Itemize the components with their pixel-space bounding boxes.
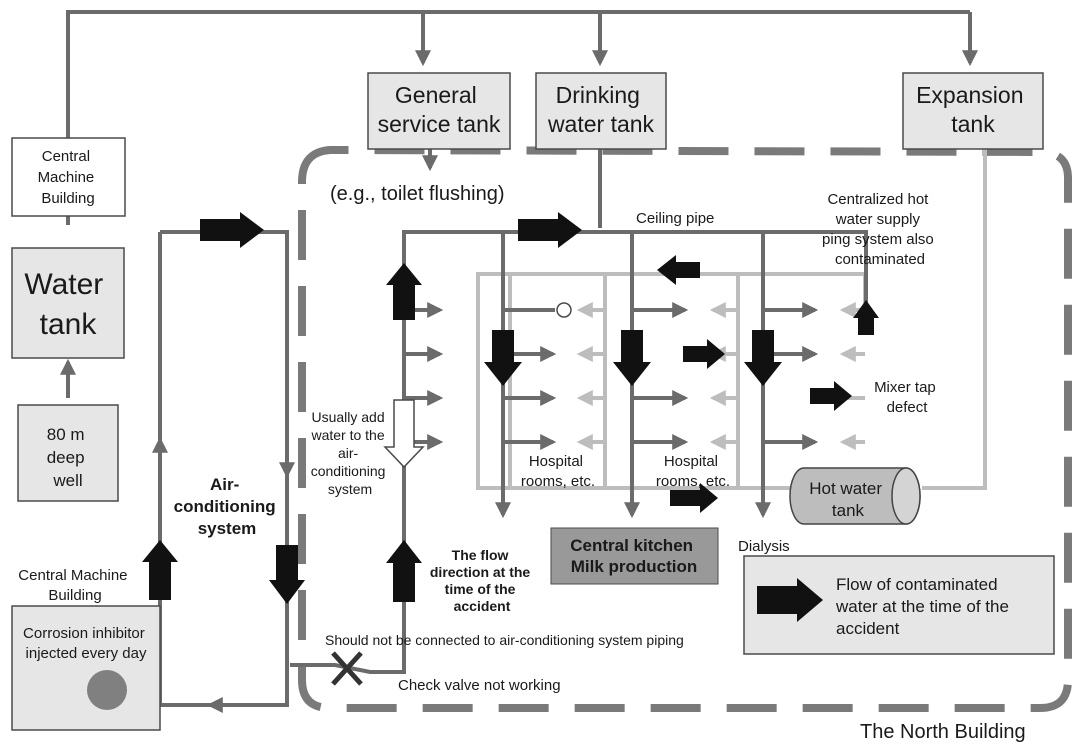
flow-arrow xyxy=(810,381,852,411)
hot-water-tank-label: Hot water tank xyxy=(809,479,886,520)
flow-arrow xyxy=(386,263,422,320)
hot-water-tank xyxy=(789,467,921,525)
check-valve-icon xyxy=(331,651,363,686)
north-building-boundary xyxy=(298,145,1072,712)
expansion-tank xyxy=(902,72,1044,150)
legend-label: Flow of contaminated water at the time o… xyxy=(835,575,1014,638)
flow-direction-label: The flow direction at the time of the ac… xyxy=(430,547,534,614)
flow-arrow xyxy=(613,330,651,386)
flow-arrow xyxy=(484,330,522,386)
drinking-water-tank xyxy=(535,72,667,150)
central-machine-building-bottom-label: Central Machine Building xyxy=(18,567,131,604)
general-service-tank-label: General service tank xyxy=(378,82,501,137)
expansion-tank-label: Expansion tank xyxy=(916,82,1030,137)
drinking-water-tank-label: Drinking water tank xyxy=(547,82,655,137)
toilet-flushing-label: (e.g., toilet flushing) xyxy=(330,183,505,205)
ceiling-pipe-label: Ceiling pipe xyxy=(636,210,714,227)
should-not-connect-label: Should not be connected to air-condition… xyxy=(325,632,684,648)
flow-arrow xyxy=(518,212,582,248)
pump-icon xyxy=(87,670,127,710)
flow-arrow xyxy=(744,330,782,386)
air-conditioning-system-label: Air- conditioning system xyxy=(174,475,281,538)
dialysis-label: Dialysis xyxy=(738,538,790,555)
central-kitchen-box xyxy=(550,527,719,585)
valve-icon xyxy=(556,302,572,318)
legend-flow-arrow xyxy=(757,578,823,622)
usual-flow-arrow xyxy=(383,399,425,469)
centralized-hot-water-label: Centralized hot water supply ping system… xyxy=(822,191,938,268)
flow-arrow xyxy=(670,483,718,513)
north-building-label: The North Building xyxy=(860,721,1026,743)
flow-arrows xyxy=(142,212,879,604)
flow-arrow xyxy=(853,300,879,335)
flow-arrow xyxy=(386,540,422,602)
central-machine-building-label: Central Machine Building xyxy=(38,148,99,207)
corrosion-inhibitor-label: Corrosion inhibitor injected every day xyxy=(23,625,149,662)
central-kitchen-label: Central kitchen Milk production xyxy=(570,536,698,576)
flow-arrow xyxy=(657,255,700,285)
check-valve-label: Check valve not working xyxy=(398,677,561,694)
central-machine-building-box xyxy=(11,137,126,217)
corrosion-inhibitor-box xyxy=(11,605,161,731)
flow-arrow xyxy=(269,545,305,604)
general-service-tank xyxy=(367,72,511,150)
water-tank-label: Water tank xyxy=(24,268,111,341)
deep-well xyxy=(17,404,119,502)
flow-arrow xyxy=(683,339,725,369)
usually-add-water-label: Usually add water to the air- conditioni… xyxy=(310,409,389,497)
mixer-tap-label: Mixer tap defect xyxy=(874,379,940,416)
water-tank xyxy=(11,247,125,359)
flow-arrow xyxy=(200,212,264,248)
hospital-rooms-label-2: Hospital rooms, etc. xyxy=(656,453,730,490)
flow-arrow xyxy=(142,540,178,600)
deep-well-label: 80 m deep well xyxy=(47,425,90,490)
hospital-rooms-label-1: Hospital rooms, etc. xyxy=(521,453,595,490)
